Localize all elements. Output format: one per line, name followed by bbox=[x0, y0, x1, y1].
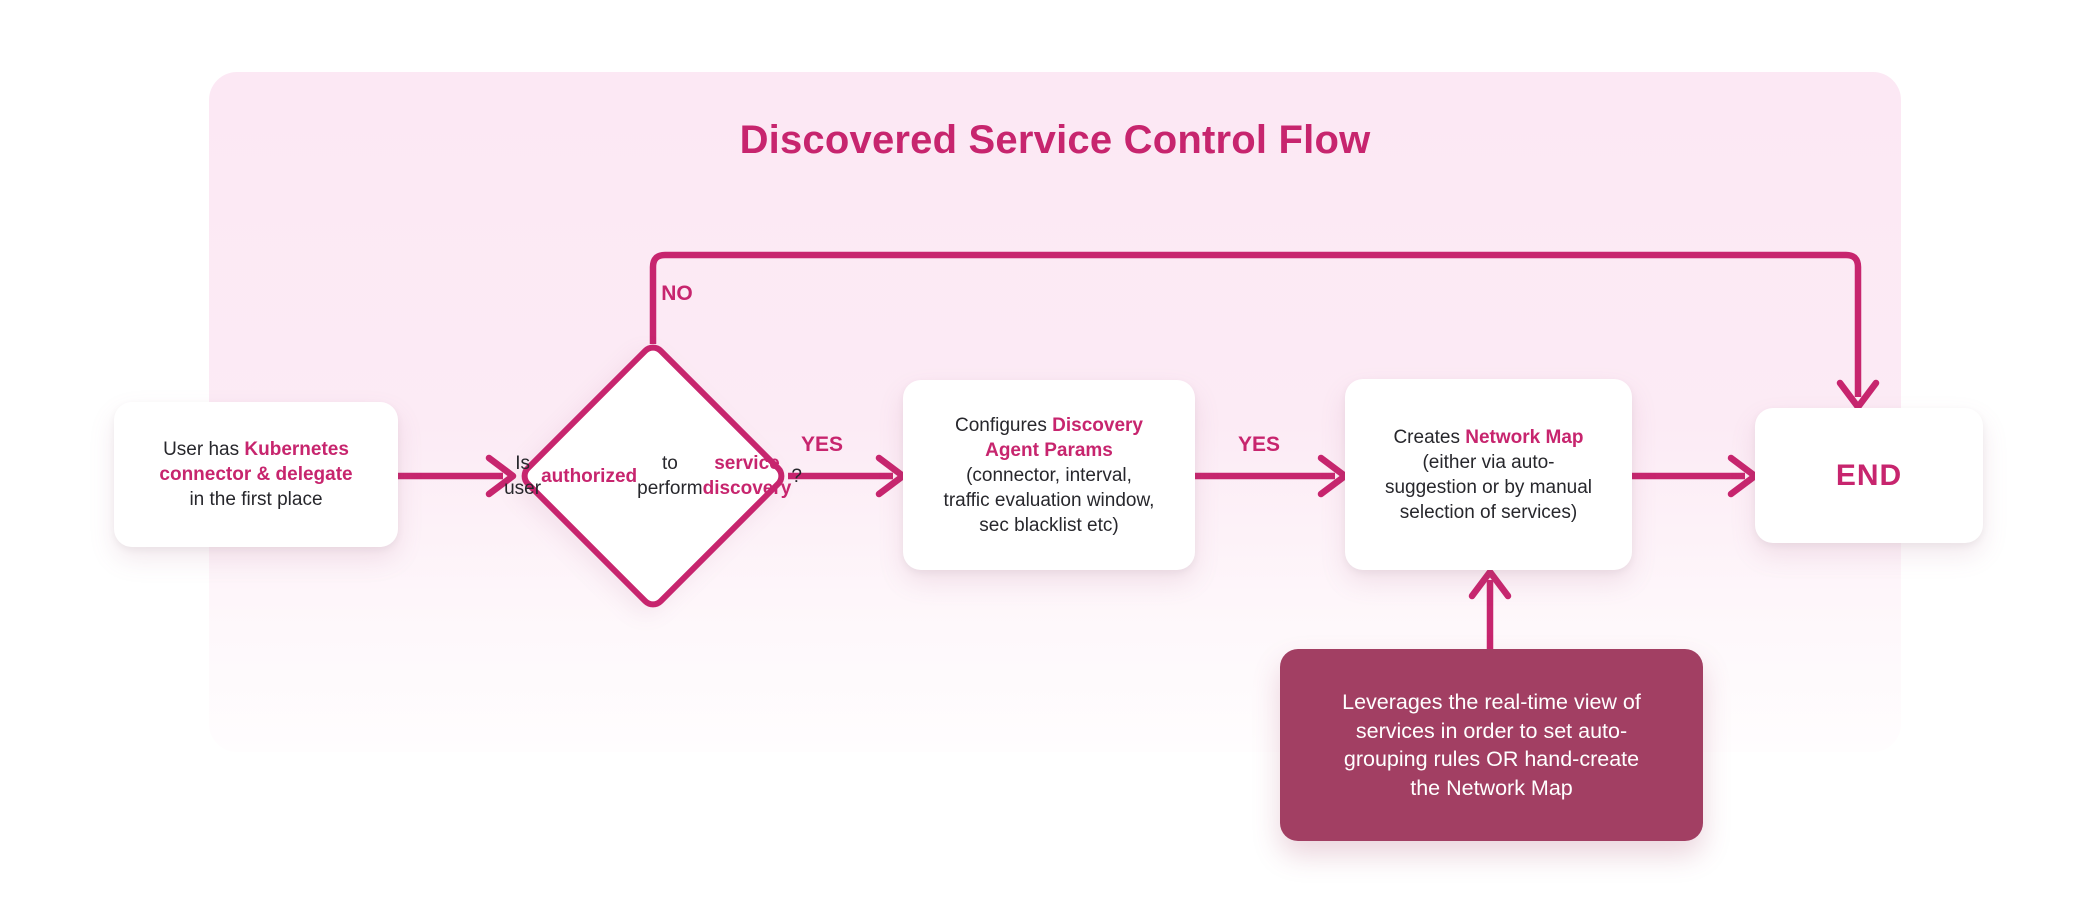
arrow-note-to-createmap-head bbox=[1468, 568, 1512, 600]
yes-label-1: YES bbox=[800, 433, 844, 456]
arrow-start-to-decision-head bbox=[485, 454, 517, 498]
page-title: Discovered Service Control Flow bbox=[739, 118, 1371, 162]
arrow-no-loop-line bbox=[649, 251, 1862, 397]
end-node: END bbox=[1755, 408, 1983, 543]
create-map-node-text: Creates Network Map(either via auto-sugg… bbox=[1384, 426, 1592, 523]
create-map-node: Creates Network Map(either via auto-sugg… bbox=[1345, 379, 1632, 570]
arrow-no-loop-head bbox=[1836, 379, 1880, 411]
yes-label-2: YES bbox=[1237, 433, 1281, 456]
end-node-label: END bbox=[1835, 458, 1903, 492]
no-label: NO bbox=[661, 282, 693, 305]
